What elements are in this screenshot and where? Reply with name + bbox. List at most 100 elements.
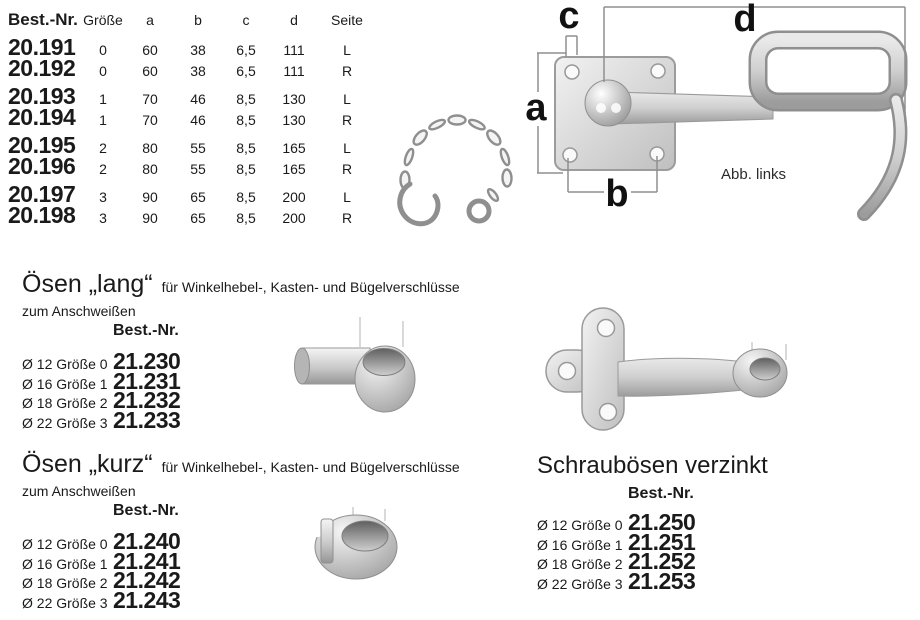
bestnr-column-header: Best.-Nr. xyxy=(628,485,694,502)
cell-b: 46 xyxy=(190,91,206,107)
header-a: a xyxy=(146,12,154,28)
dim-label-c: c xyxy=(558,0,579,37)
cell-c: 8,5 xyxy=(236,91,256,107)
header-b: b xyxy=(194,12,202,28)
product-size-label: Ø 12 Größe 0 xyxy=(22,356,108,372)
product-bestnr: 21.233 xyxy=(113,406,181,433)
section-title-main: Schraubösen verzinkt xyxy=(537,452,768,479)
cell-d: 200 xyxy=(282,189,306,205)
cell-d: 165 xyxy=(282,140,306,156)
product-size-label: Ø 22 Größe 3 xyxy=(22,414,108,431)
product-bestnr: 21.240 xyxy=(113,528,181,554)
section-title: Schraubösen verzinkt xyxy=(537,452,768,480)
cell-nr: 20.192 xyxy=(8,55,76,81)
section-schrauboesen: Schraubösen verzinkt Best.-Nr. Ø 12 Größ… xyxy=(537,452,768,594)
chain-hook xyxy=(397,181,441,227)
cell-groesse: 3 xyxy=(99,210,107,226)
dim-line-a xyxy=(537,52,566,174)
cell-seite: R xyxy=(341,210,353,226)
product-row: Ø 16 Größe 1 21.241 xyxy=(22,548,181,574)
product-row: Ø 16 Größe 1 21.251 xyxy=(537,529,696,555)
cell-c: 8,5 xyxy=(236,210,256,226)
cell-c: 6,5 xyxy=(236,42,256,58)
chain-photo xyxy=(397,114,513,227)
product-row: Ø 22 Größe 3 21.233 xyxy=(22,407,181,433)
cell-nr: 20.194 xyxy=(8,104,76,130)
cell-a: 90 xyxy=(142,189,158,205)
cell-groesse: 3 xyxy=(99,189,107,205)
cell-c: 8,5 xyxy=(236,140,256,156)
product-bestnr: 21.252 xyxy=(628,548,696,574)
section-title: Ösen „lang“ für Winkelhebel-, Kasten- un… xyxy=(22,270,460,299)
product-row: Ø 22 Größe 3 21.253 xyxy=(537,568,696,594)
cell-c: 8,5 xyxy=(236,161,256,177)
latch-hook xyxy=(859,95,905,219)
product-row: Ø 18 Größe 2 21.232 xyxy=(22,387,181,413)
product-size-label: Ø 18 Größe 2 xyxy=(22,395,108,411)
product-bestnr: 21.241 xyxy=(113,547,181,574)
product-size-label: Ø 22 Größe 3 xyxy=(537,575,623,592)
dim-line-d xyxy=(603,6,906,122)
cell-d: 111 xyxy=(283,42,305,58)
cell-groesse: 0 xyxy=(99,42,107,58)
cell-nr: 20.191 xyxy=(8,34,76,60)
dim-label-b: b xyxy=(605,173,628,215)
cell-nr: 20.193 xyxy=(8,83,76,109)
cell-b: 38 xyxy=(190,63,206,79)
cell-groesse: 2 xyxy=(99,140,107,156)
product-bestnr: 21.242 xyxy=(113,567,181,593)
cell-b: 65 xyxy=(190,189,206,205)
product-bestnr: 21.232 xyxy=(113,387,181,413)
product-size-label: Ø 18 Größe 2 xyxy=(22,575,108,591)
header-bestnr: Best.-Nr. xyxy=(8,10,78,29)
cell-b: 55 xyxy=(190,140,206,156)
section-title-main: Ösen „kurz“ xyxy=(22,450,153,478)
product-size-label: Ø 16 Größe 1 xyxy=(22,375,108,392)
product-bestnr: 21.250 xyxy=(628,509,696,535)
dim-label-d: d xyxy=(733,0,756,40)
section-title-suffix: für Winkelhebel-, Kasten- und Bügelversc… xyxy=(161,459,460,475)
cell-a: 70 xyxy=(142,112,158,128)
section-subtitle: zum Anschweißen xyxy=(22,483,136,499)
cell-b: 38 xyxy=(190,42,206,58)
cell-seite: L xyxy=(343,91,351,107)
bestnr-column-header: Best.-Nr. xyxy=(113,322,179,339)
schrauboese-photo xyxy=(545,307,788,431)
cell-groesse: 2 xyxy=(99,161,107,177)
section-oesen-kurz: Ösen „kurz“ für Winkelhebel-, Kasten- un… xyxy=(22,450,460,613)
latch-handle xyxy=(751,33,905,109)
header-c: c xyxy=(242,12,250,28)
section-subtitle: zum Anschweißen xyxy=(22,303,136,319)
product-size-label: Ø 18 Größe 2 xyxy=(537,556,623,572)
latch-plate-holes xyxy=(562,63,666,163)
header-groesse: Größe xyxy=(83,12,123,28)
product-size-label: Ø 16 Größe 1 xyxy=(537,536,623,553)
section-title-suffix: für Winkelhebel-, Kasten- und Bügelversc… xyxy=(161,279,460,295)
cell-b: 65 xyxy=(190,210,206,226)
product-row: Ø 18 Größe 2 21.252 xyxy=(537,548,696,574)
cell-c: 6,5 xyxy=(236,63,256,79)
cell-nr: 20.196 xyxy=(8,153,76,179)
product-bestnr: 21.253 xyxy=(628,567,696,594)
product-size-label: Ø 16 Größe 1 xyxy=(22,555,108,572)
product-bestnr: 21.251 xyxy=(628,528,696,555)
cell-a: 80 xyxy=(142,161,158,177)
cell-b: 55 xyxy=(190,161,206,177)
cell-groesse: 1 xyxy=(99,112,107,128)
cell-a: 60 xyxy=(142,42,158,58)
cell-groesse: 0 xyxy=(99,63,107,79)
cell-d: 130 xyxy=(282,91,306,107)
product-size-label: Ø 12 Größe 0 xyxy=(537,517,623,533)
product-row: Ø 12 Größe 0 21.250 xyxy=(537,509,696,535)
cell-c: 8,5 xyxy=(236,112,256,128)
